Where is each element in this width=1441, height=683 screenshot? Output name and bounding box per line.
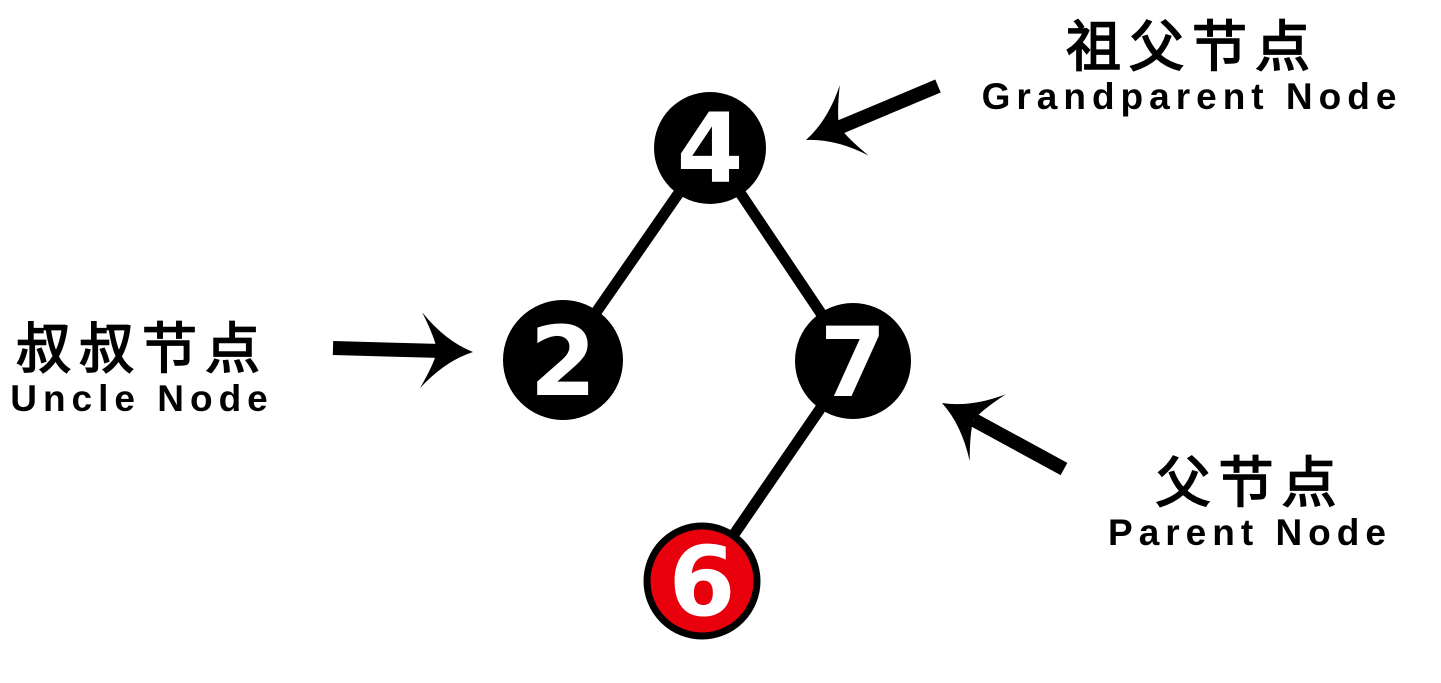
grandparent-arrow-icon [806, 79, 941, 156]
grandparent-label: 祖父节点 Grandparent Node [982, 18, 1403, 118]
node-grandparent-value: 4 [677, 93, 744, 205]
node-parent: 7 [795, 303, 911, 419]
uncle-label: 叔叔节点 Uncle Node [10, 320, 274, 420]
node-parent-value: 7 [820, 307, 887, 419]
node-inserted: 6 [643, 522, 761, 640]
parent-label: 父节点 Parent Node [1108, 454, 1392, 554]
parent-arrow-icon [942, 394, 1068, 476]
node-uncle: 2 [503, 300, 623, 420]
parent-label-en: Parent Node [1108, 512, 1392, 553]
node-parent-circle [795, 303, 911, 419]
node-inserted-value: 6 [669, 526, 736, 638]
node-uncle-value: 2 [530, 306, 597, 418]
parent-label-zh: 父节点 [1155, 452, 1345, 514]
node-grandparent: 4 [654, 92, 766, 205]
node-grandparent-circle [654, 92, 766, 204]
grandparent-label-zh: 祖父节点 [1065, 16, 1319, 78]
uncle-arrow-icon [332, 312, 473, 389]
uncle-label-en: Uncle Node [10, 378, 274, 419]
node-inserted-circle [643, 522, 761, 640]
node-uncle-circle [503, 300, 623, 420]
grandparent-label-en: Grandparent Node [981, 76, 1403, 117]
uncle-label-zh: 叔叔节点 [15, 318, 269, 380]
